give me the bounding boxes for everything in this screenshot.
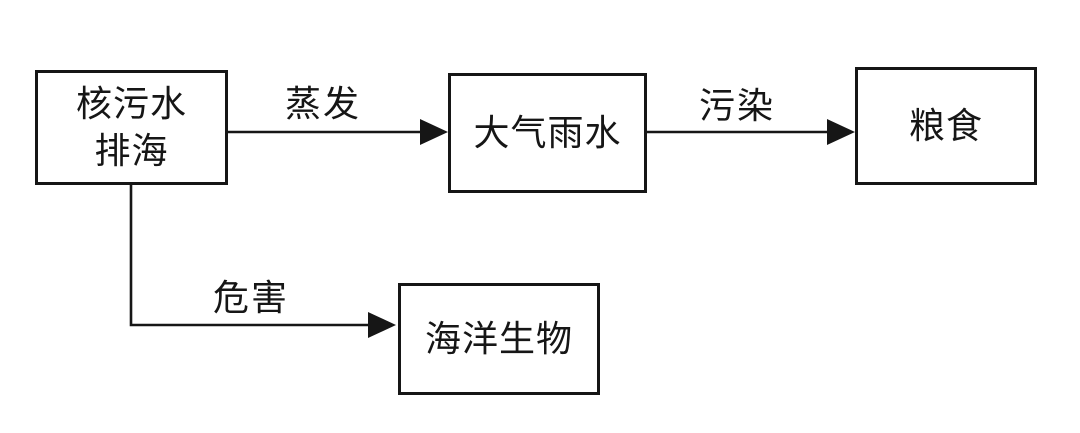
arrowhead-right-icon [368, 312, 396, 338]
arrowhead-right-icon [420, 119, 448, 145]
edge-harm-line [129, 185, 371, 327]
node-marine-life: 海洋生物 [398, 283, 600, 395]
arrowhead-right-icon [827, 119, 855, 145]
node-atmospheric-rainwater: 大气雨水 [448, 73, 647, 193]
edge-label-evaporation: 蒸发 [284, 83, 362, 124]
node-nuclear-wastewater-discharge: 核污水 排海 [35, 70, 228, 185]
node-grain: 粮食 [855, 67, 1037, 185]
edge-label-harm: 危害 [212, 277, 290, 318]
edge-label-pollution: 污染 [698, 85, 776, 126]
